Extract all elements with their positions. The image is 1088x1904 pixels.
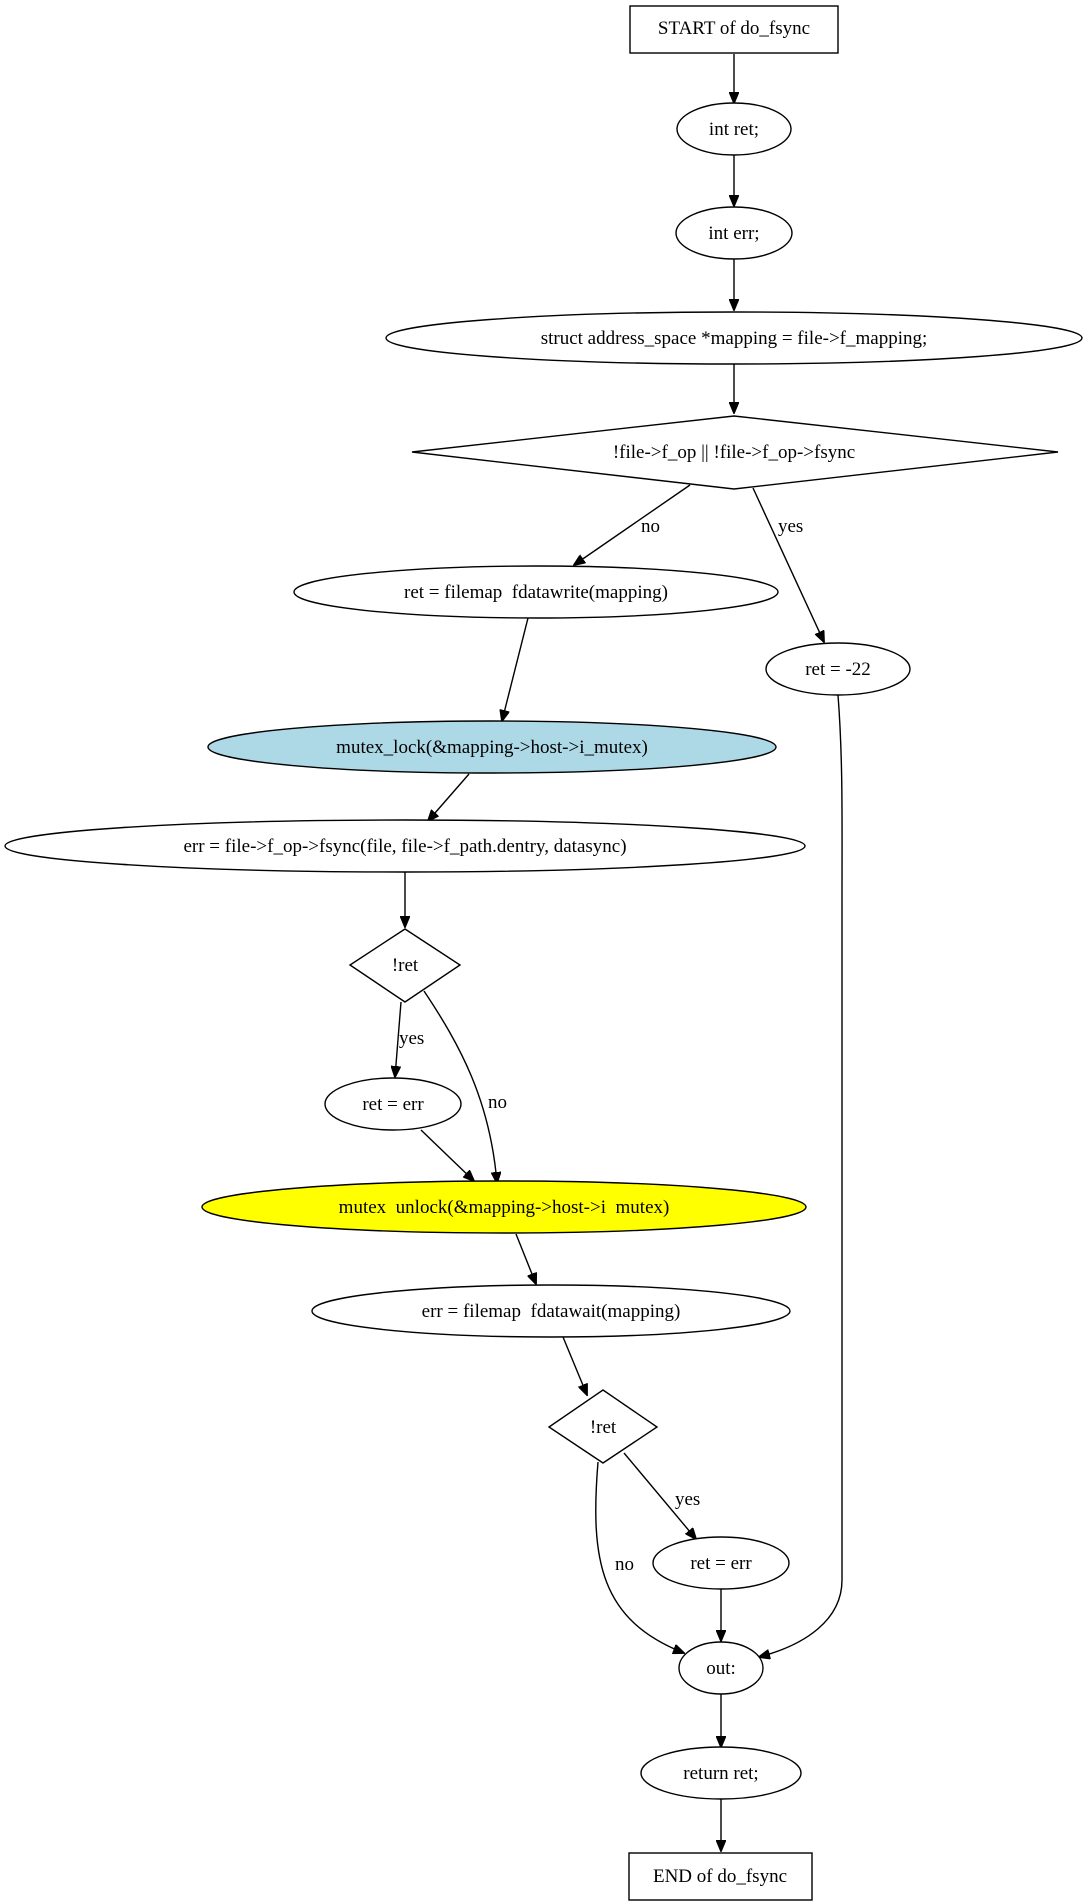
edge-mutex-lock-to-fsync-call — [428, 773, 470, 821]
edge-cond-ret1-to-ret-err1 — [395, 1001, 402, 1077]
node-ret-einval-label: ret = -22 — [805, 659, 871, 680]
node-fdatawait-label: err = filemap fdatawait(mapping) — [422, 1301, 681, 1322]
node-ret-err1: ret = err — [324, 1077, 462, 1131]
node-cond-ret1: !ret — [348, 928, 462, 1003]
node-mapping-label: struct address_space *mapping = file->f_… — [541, 328, 928, 349]
node-err-decl: int err; — [675, 206, 793, 260]
node-ret-decl: int ret; — [676, 102, 792, 156]
edge-cond-fop-to-fdatawrite — [574, 484, 691, 565]
node-err-decl-label: int err; — [708, 223, 759, 244]
node-mutex-lock: mutex_lock(&mapping->host->i_mutex) — [207, 720, 777, 774]
node-ret-err1-label: ret = err — [362, 1094, 424, 1115]
edge-label-cond-fop-yes: yes — [778, 516, 803, 537]
node-return-ret-label: return ret; — [683, 1763, 758, 1784]
node-return-ret: return ret; — [640, 1746, 802, 1800]
node-fdatawrite-label: ret = filemap fdatawrite(mapping) — [404, 582, 668, 603]
node-end-label: END of do_fsync — [653, 1866, 787, 1887]
node-cond-fop: !file->f_op || !file->f_op->fsync — [411, 415, 1059, 490]
node-mutex-unlock-label: mutex unlock(&mapping->host->i mutex) — [339, 1197, 670, 1218]
node-mutex-lock-label: mutex_lock(&mapping->host->i_mutex) — [336, 737, 648, 758]
node-mutex-unlock: mutex unlock(&mapping->host->i mutex) — [201, 1180, 807, 1234]
node-cond-ret2: !ret — [547, 1389, 659, 1464]
node-out: out: — [678, 1641, 764, 1695]
node-start: START of do_fsync — [629, 5, 839, 54]
edge-cond-ret2-to-out — [595, 1461, 684, 1653]
node-mapping: struct address_space *mapping = file->f_… — [385, 311, 1083, 365]
node-fdatawait: err = filemap fdatawait(mapping) — [311, 1284, 791, 1338]
node-cond-ret2-label: !ret — [590, 1417, 617, 1438]
node-fdatawrite: ret = filemap fdatawrite(mapping) — [293, 565, 779, 619]
edge-ret-err1-to-mutex-unlock — [420, 1129, 474, 1181]
edge-label-cond-fop-no: no — [641, 516, 660, 537]
edge-cond-ret1-to-mutex-unlock — [423, 990, 497, 1183]
edge-label-cond-ret1-yes: yes — [399, 1028, 424, 1049]
edge-fdatawrite-to-mutex-lock — [502, 617, 529, 721]
node-ret-einval: ret = -22 — [765, 642, 911, 696]
edge-label-cond-ret1-no: no — [488, 1092, 507, 1113]
node-out-label: out: — [706, 1658, 736, 1679]
edge-fdatawait-to-cond-ret2 — [562, 1336, 587, 1395]
edge-label-cond-ret2-no: no — [615, 1554, 634, 1575]
node-ret-decl-label: int ret; — [709, 119, 759, 140]
node-fsync-call-label: err = file->f_op->fsync(file, file->f_pa… — [183, 836, 626, 857]
node-ret-err2: ret = err — [652, 1536, 790, 1590]
node-cond-ret1-label: !ret — [392, 955, 419, 976]
edge-cond-fop-to-ret-einval — [752, 487, 824, 642]
edge-mutex-unlock-to-fdatawait — [515, 1233, 536, 1284]
node-cond-fop-label: !file->f_op || !file->f_op->fsync — [613, 442, 855, 463]
node-end: END of do_fsync — [628, 1852, 813, 1901]
edge-ret-einval-to-out — [759, 694, 843, 1657]
node-start-label: START of do_fsync — [658, 18, 810, 39]
edge-label-cond-ret2-yes: yes — [675, 1489, 700, 1510]
node-fsync-call: err = file->f_op->fsync(file, file->f_pa… — [4, 819, 806, 873]
node-ret-err2-label: ret = err — [690, 1553, 752, 1574]
edge-cond-ret2-to-ret-err2 — [623, 1452, 696, 1539]
